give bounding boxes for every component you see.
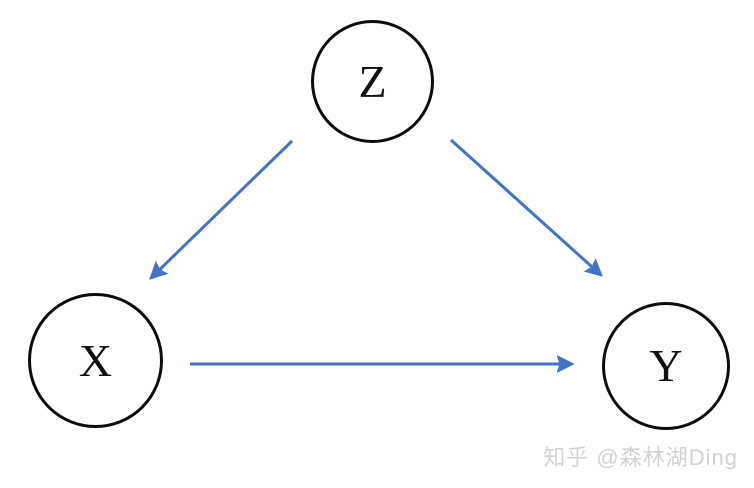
node-x: X (28, 293, 163, 428)
node-z: Z (311, 20, 434, 143)
edge-z-to-x (149, 139, 294, 280)
node-z-label: Z (358, 55, 387, 107)
node-x-label: X (78, 334, 113, 386)
edge-z-to-y (449, 138, 604, 277)
watermark: 知乎 @森林湖Ding (543, 445, 738, 470)
node-y: Y (602, 302, 730, 430)
node-y-label: Y (649, 340, 683, 391)
